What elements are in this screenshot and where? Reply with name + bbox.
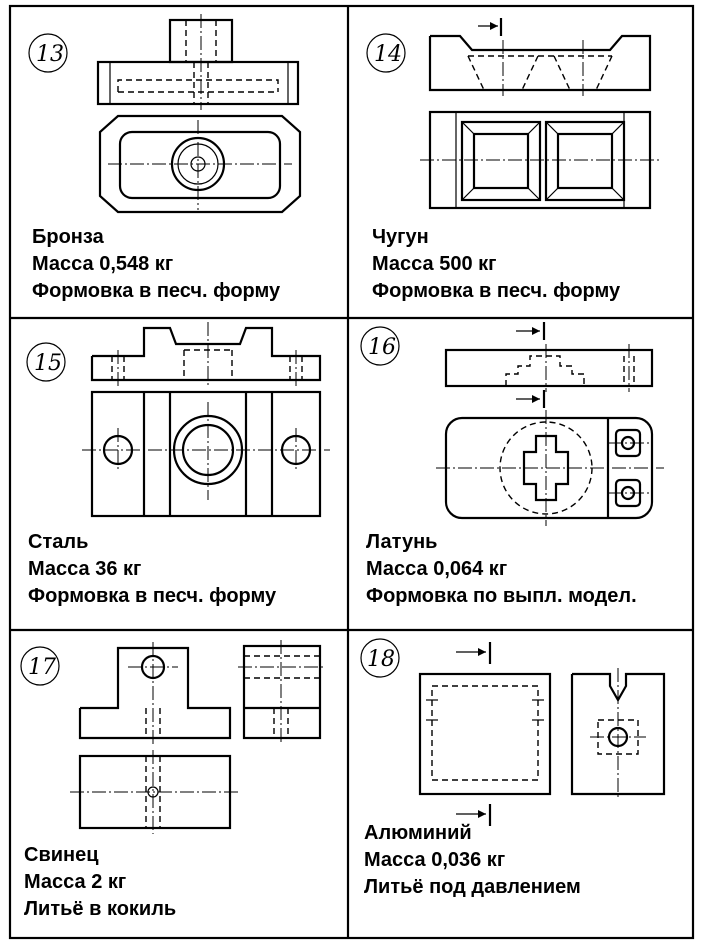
caption-13: Бронза Масса 0,548 кг Формовка в песч. ф…	[32, 224, 280, 305]
caption-16: Латунь Масса 0,064 кг Формовка по выпл. …	[366, 529, 637, 610]
mass-label: Масса 500 кг	[372, 253, 497, 275]
process-label: Формовка в песч. форму	[28, 585, 277, 607]
drawing-15: 15	[26, 322, 330, 518]
material-label: Алюминий	[364, 822, 472, 844]
process-label: Формовка по выпл. модел.	[366, 585, 637, 607]
cell-number-17: 17	[28, 655, 56, 680]
material-label: Сталь	[28, 531, 89, 553]
process-label: Формовка в песч. форму	[32, 280, 281, 302]
mass-label: Масса 0,036 кг	[364, 849, 506, 871]
mass-label: Масса 36 кг	[28, 558, 142, 580]
cell-number-16: 16	[368, 335, 396, 360]
cell-number-18: 18	[367, 647, 395, 672]
cell-number-13: 13	[36, 42, 64, 67]
drawing-17: 17	[20, 640, 326, 834]
process-label: Формовка в песч. форму	[372, 280, 621, 302]
sheet-frame	[8, 4, 695, 940]
cell-number-circle-14	[366, 33, 406, 73]
cell-number-15: 15	[34, 351, 62, 376]
cell-number-circle-13	[28, 33, 68, 73]
material-label: Бронза	[32, 226, 104, 248]
caption-15: Сталь Масса 36 кг Формовка в песч. форму	[28, 529, 276, 610]
drawing-14: 14	[366, 18, 660, 210]
process-label: Литьё в кокиль	[24, 898, 177, 920]
mass-label: Масса 0,548 кг	[32, 253, 174, 275]
mass-label: Масса 0,064 кг	[366, 558, 508, 580]
material-label: Свинец	[24, 844, 99, 866]
process-label: Литьё под давлением	[364, 876, 581, 898]
cell-number-circle-18	[360, 638, 400, 678]
drawing-16: 16	[360, 322, 664, 526]
material-label: Латунь	[366, 531, 438, 553]
cell-number-circle-16	[360, 326, 400, 366]
drawing-18: 18	[360, 638, 666, 826]
cell-number-circle-17	[20, 646, 60, 686]
mass-label: Масса 2 кг	[24, 871, 127, 893]
cell-number-circle-15	[26, 342, 66, 382]
material-label: Чугун	[372, 226, 429, 248]
caption-14: Чугун Масса 500 кг Формовка в песч. форм…	[372, 224, 620, 305]
drawing-13: 13	[28, 14, 302, 214]
cell-number-14: 14	[374, 42, 402, 67]
caption-17: Свинец Масса 2 кг Литьё в кокиль	[24, 842, 176, 923]
caption-18: Алюминий Масса 0,036 кг Литьё под давлен…	[364, 820, 581, 901]
